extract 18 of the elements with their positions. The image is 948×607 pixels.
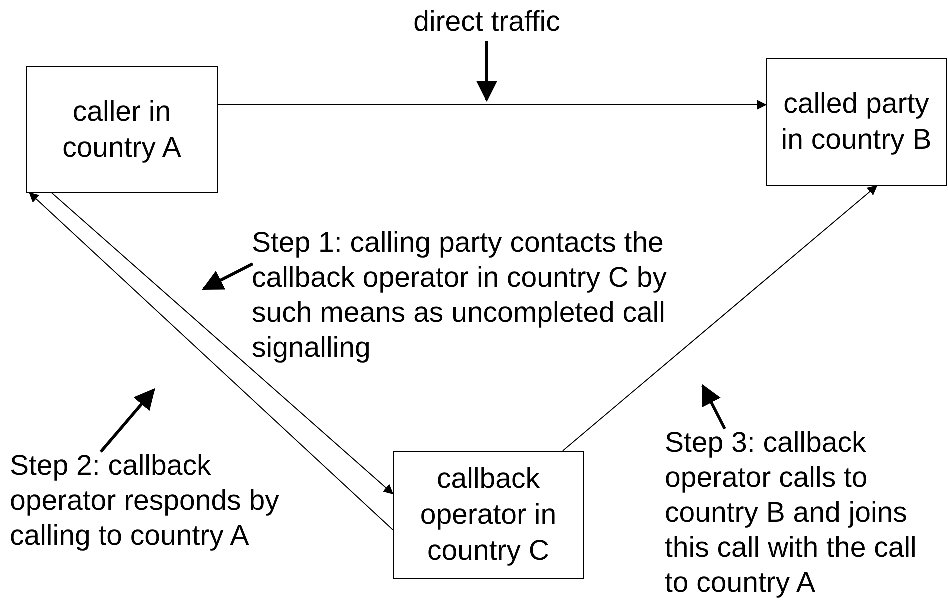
arrow [218,100,767,110]
leader-line [476,41,498,102]
annotation-text: Step 2: callback operator responds by calling to country A [10,449,282,554]
annotation-text: Step 3: callback operator calls to country B and joins this call with the call to country A [665,426,933,601]
annotation-text: direct traffic [377,5,597,40]
arrow [29,192,394,530]
arrow [562,185,878,452]
box-label: called party in country B [780,87,933,158]
leader-line [202,262,254,290]
process-box [766,58,947,186]
arrow [51,192,394,495]
process-box [393,451,584,579]
box-label: caller in country A [62,94,182,166]
leader-line [702,384,726,430]
box-label: callback operator in country C [419,462,558,569]
annotation-text: Step 1: calling party contacts the callback operator in country C by such means as uncompleted call signalling [252,226,672,366]
leader-line [100,388,156,453]
process-box [26,66,218,193]
